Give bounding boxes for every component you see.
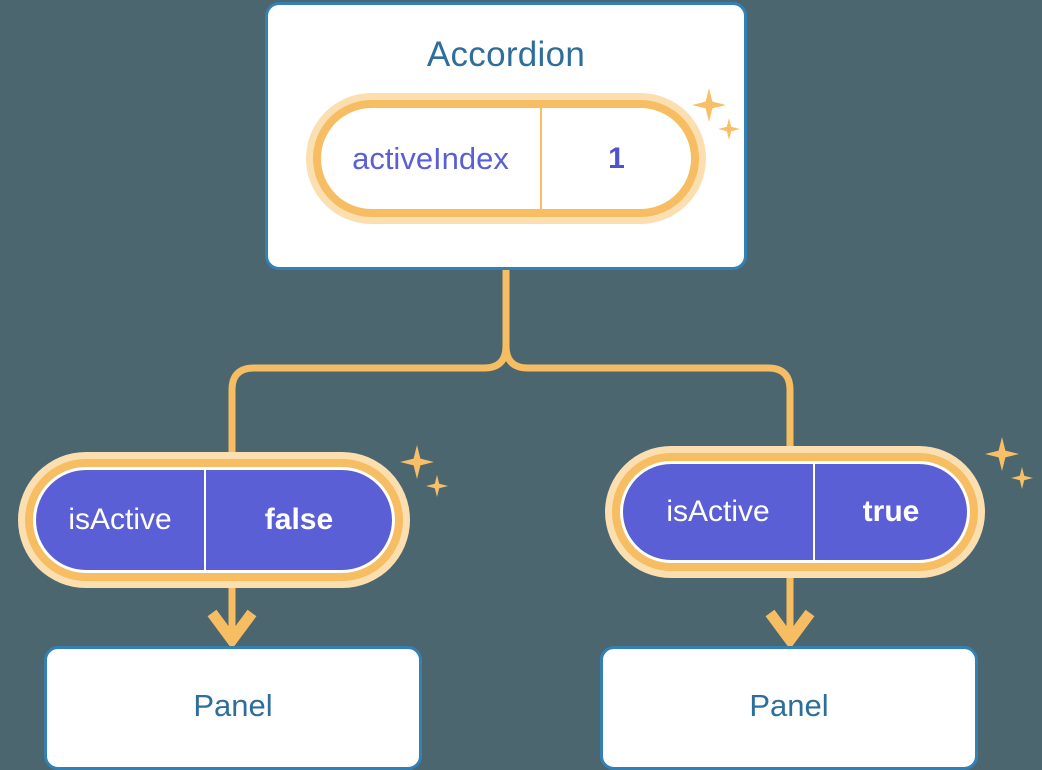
state-key-label: isActive: [623, 464, 815, 560]
state-value-label: false: [264, 503, 334, 536]
pill-content: activeIndex 1: [321, 108, 691, 209]
state-pill-activeindex[interactable]: activeIndex 1: [306, 93, 706, 224]
component-card-panel-left[interactable]: Panel: [44, 646, 422, 770]
component-card-panel-right[interactable]: Panel: [600, 646, 978, 770]
connector-branch-left: [228, 345, 510, 470]
state-key-label: activeIndex: [321, 108, 542, 209]
arrow-down-icon-right: [765, 609, 815, 650]
pill-content: isActive false: [33, 467, 395, 573]
component-title: Panel: [193, 688, 273, 723]
state-value-label: 1: [608, 141, 625, 175]
component-title: Accordion: [426, 35, 586, 74]
connector-branch-right: [502, 345, 794, 470]
state-pill-isactive-false[interactable]: isActive false: [18, 452, 410, 588]
state-pill-isactive-true[interactable]: isActive true: [605, 446, 985, 578]
pill-content: isActive true: [620, 461, 970, 563]
component-title: Panel: [749, 688, 829, 723]
arrow-down-icon-left: [207, 609, 257, 650]
state-key-label: isActive: [36, 470, 206, 570]
state-value-label: true: [862, 495, 920, 528]
